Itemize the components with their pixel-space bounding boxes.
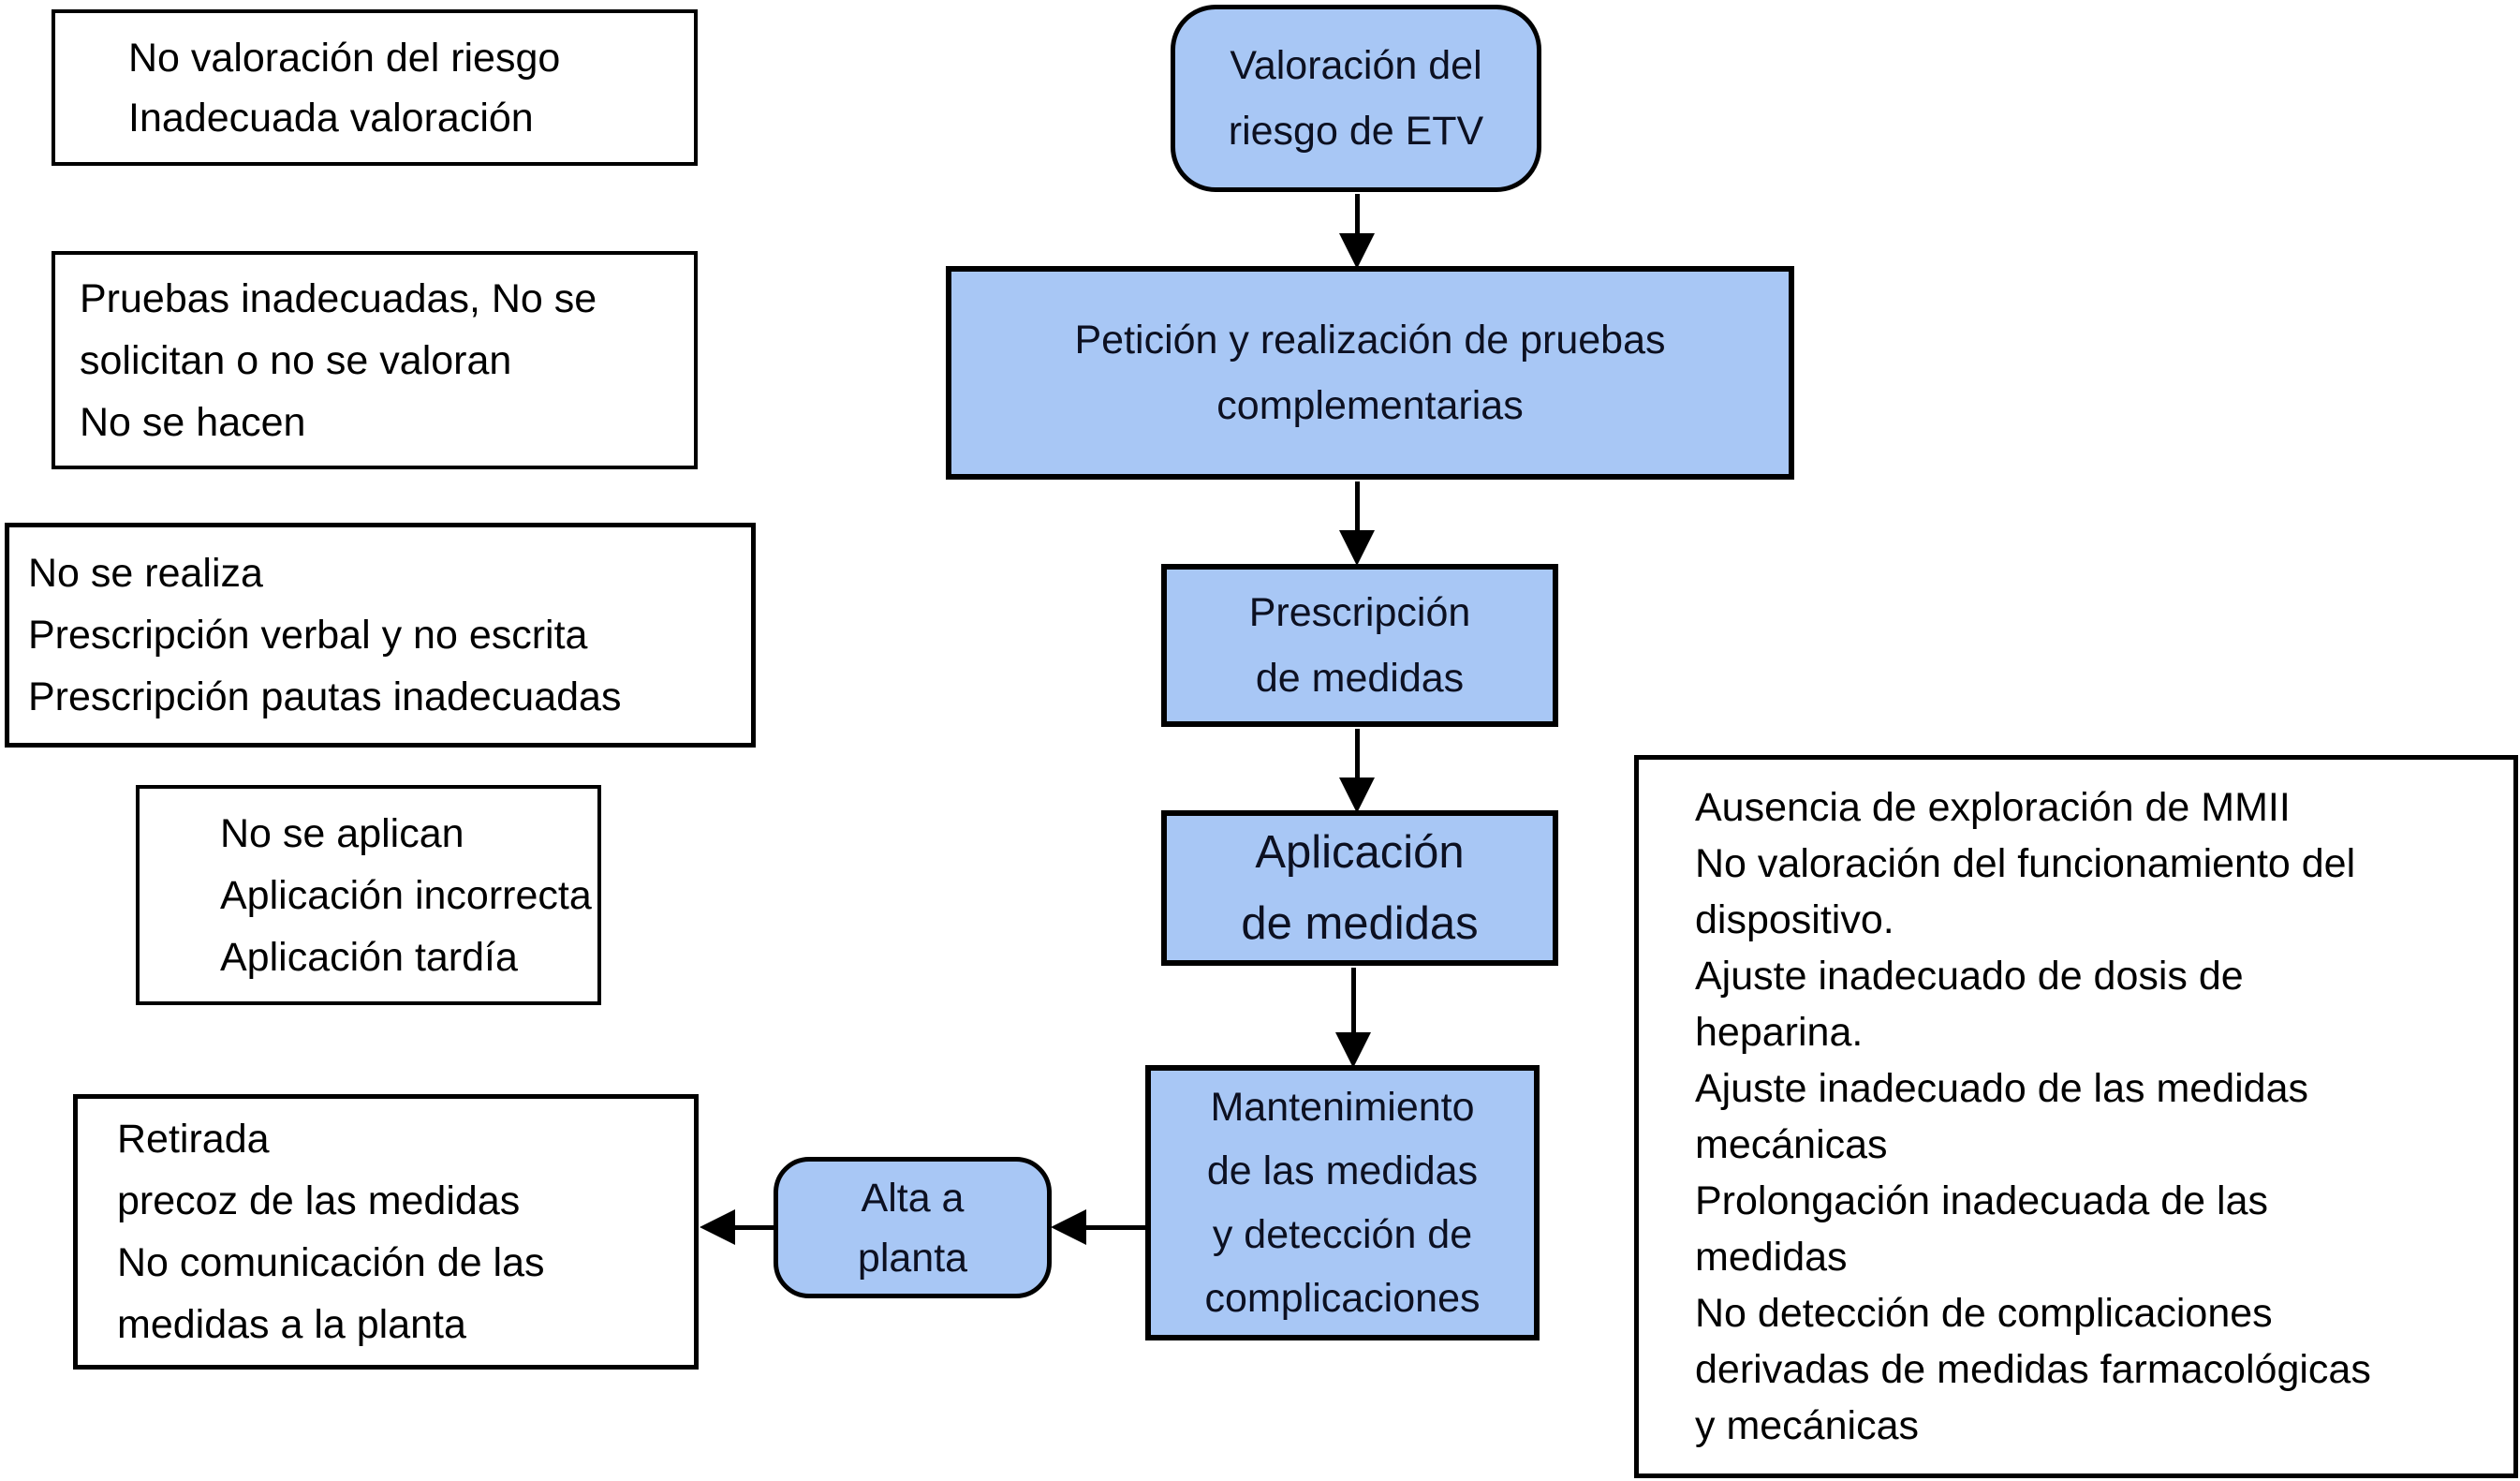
- text-line: Valoración del: [1230, 43, 1482, 88]
- text-line: Aplicación: [1255, 827, 1465, 878]
- text-line: complementarias: [1216, 383, 1524, 428]
- text-line: No comunicación de las: [117, 1240, 545, 1285]
- text-line: precoz de las medidas: [117, 1178, 521, 1223]
- arrow-down-icon: [1339, 530, 1375, 566]
- text-line: Pruebas inadecuadas, No se: [80, 275, 597, 321]
- note-fallos-alta: Retirada precoz de las medidas No comuni…: [73, 1094, 699, 1370]
- text-line: Ausencia de exploración de MMII: [1695, 785, 2291, 830]
- node-valoracion-riesgo: Valoración del riesgo de ETV: [1171, 5, 1541, 192]
- text-line: de las medidas: [1206, 1148, 1479, 1193]
- text-line: Mantenimiento: [1210, 1085, 1475, 1130]
- text-line: No valoración del funcionamiento del: [1695, 841, 2356, 886]
- text-line: dispositivo.: [1695, 897, 1894, 942]
- note-fallos-prescripcion: No se realiza Prescripción verbal y no e…: [5, 523, 756, 748]
- node-alta-planta: Alta a planta: [774, 1157, 1052, 1298]
- text-line: Prescripción: [1248, 590, 1471, 635]
- text-line: mecánicas: [1695, 1122, 1888, 1167]
- node-aplicacion-medidas: Aplicación de medidas: [1161, 810, 1558, 966]
- note-fallos-mantenimiento: Ausencia de exploración de MMII No valor…: [1634, 755, 2518, 1478]
- text-line: heparina.: [1695, 1010, 1864, 1055]
- note-fallos-valoracion: No valoración del riesgo Inadecuada valo…: [52, 9, 698, 166]
- node-peticion-pruebas: Petición y realización de pruebas comple…: [946, 266, 1794, 480]
- arrow-line: [1082, 1225, 1147, 1230]
- text-line: No detección de complicaciones: [1695, 1291, 2273, 1336]
- arrow-line: [1351, 968, 1356, 1035]
- arrow-left-icon: [1051, 1209, 1086, 1245]
- node-prescripcion-medidas: Prescripción de medidas: [1161, 564, 1558, 727]
- text-line: Prescripción verbal y no escrita: [28, 613, 588, 658]
- note-fallos-aplicacion: No se aplican Aplicación incorrecta Apli…: [136, 785, 601, 1005]
- text-line: planta: [857, 1235, 968, 1281]
- text-line: No valoración del riesgo: [128, 35, 561, 81]
- text-line: y mecánicas: [1695, 1403, 1919, 1448]
- arrow-down-icon: [1339, 233, 1375, 269]
- text-line: de medidas: [1255, 656, 1465, 701]
- node-mantenimiento-medidas: Mantenimiento de las medidas y detección…: [1145, 1065, 1540, 1340]
- arrow-line: [1355, 481, 1360, 533]
- text-line: Ajuste inadecuado de dosis de: [1695, 954, 2244, 999]
- text-line: Inadecuada valoración: [128, 95, 534, 141]
- text-line: de medidas: [1241, 898, 1479, 949]
- text-line: Prolongación inadecuada de las: [1695, 1178, 2269, 1223]
- arrow-down-icon: [1339, 778, 1375, 813]
- text-line: Ajuste inadecuado de las medidas: [1695, 1066, 2308, 1111]
- arrow-line: [1355, 194, 1360, 236]
- arrow-down-icon: [1335, 1032, 1371, 1068]
- text-line: Alta a: [861, 1175, 965, 1221]
- note-fallos-pruebas: Pruebas inadecuadas, No se solicitan o n…: [52, 251, 698, 469]
- text-line: medidas a la planta: [117, 1302, 466, 1347]
- text-line: riesgo de ETV: [1228, 109, 1484, 154]
- text-line: Prescripción pautas inadecuadas: [28, 674, 622, 719]
- text-line: Aplicación tardía: [220, 934, 518, 980]
- text-line: derivadas de medidas farmacológicas: [1695, 1347, 2371, 1392]
- text-line: No se aplican: [220, 810, 464, 856]
- text-line: medidas: [1695, 1235, 1848, 1280]
- text-line: y detección de: [1212, 1212, 1473, 1257]
- arrow-line: [730, 1225, 775, 1230]
- text-line: Aplicación incorrecta: [220, 872, 592, 918]
- text-line: solicitan o no se valoran: [80, 337, 512, 383]
- arrow-line: [1355, 729, 1360, 780]
- text-line: Petición y realización de pruebas: [1074, 318, 1666, 363]
- text-line: Retirada: [117, 1117, 270, 1162]
- text-line: No se hacen: [80, 399, 306, 445]
- text-line: complicaciones: [1204, 1276, 1481, 1321]
- text-line: No se realiza: [28, 551, 263, 596]
- arrow-left-icon: [700, 1209, 735, 1245]
